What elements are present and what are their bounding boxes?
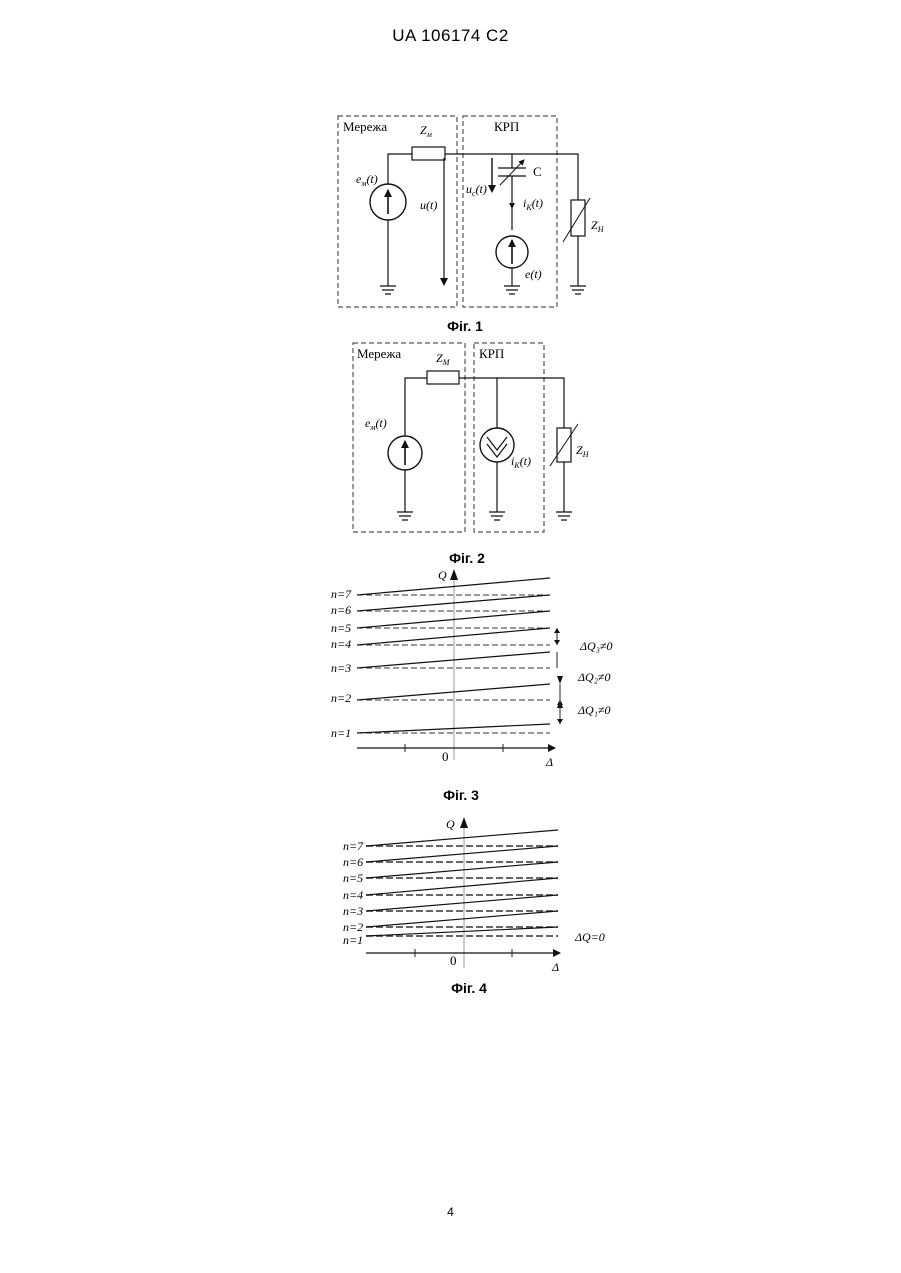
zn-label: ZН bbox=[591, 218, 605, 234]
level-label: n=6 bbox=[331, 603, 351, 617]
origin-label: 0 bbox=[450, 953, 457, 968]
z-m-label: ZM bbox=[436, 351, 451, 367]
ik-label: iK(t) bbox=[511, 454, 531, 470]
delta-q-label: ΔQ=0 bbox=[574, 930, 605, 944]
figure-1-circuit: Мережа КРП Zм eм(t) u(t) C uc(t) iK(t) e… bbox=[338, 116, 605, 334]
level-label: n=1 bbox=[343, 933, 363, 947]
figure-4-chart: Q Δ 0 n=7 n=6 n=5 n=4 n=3 n=2 n=1 ΔQ=0 Ф… bbox=[343, 817, 605, 996]
z-m-label: Zм bbox=[420, 123, 432, 139]
x-axis-label: Δ bbox=[551, 960, 559, 974]
level-label: n=5 bbox=[343, 871, 363, 885]
uc-label: uc(t) bbox=[466, 182, 487, 198]
level-label: n=2 bbox=[331, 691, 351, 705]
network-impedance-resistor bbox=[412, 147, 445, 160]
origin-label: 0 bbox=[442, 749, 449, 764]
delta-q1-label: ΔQ₁≠0 bbox=[577, 703, 610, 717]
figure-3-chart: Q Δ 0 n=7 n=6 n=5 n=4 n=3 n=2 n=1 bbox=[331, 568, 612, 803]
level-label: n=4 bbox=[331, 637, 351, 651]
level-label: n=4 bbox=[343, 888, 363, 902]
level-label: n=5 bbox=[331, 621, 351, 635]
capacitor-label: C bbox=[533, 164, 542, 179]
network-label: Мережа bbox=[343, 119, 387, 134]
e-label: e(t) bbox=[525, 267, 542, 281]
em-label: eм(t) bbox=[356, 172, 378, 188]
network-impedance-resistor bbox=[427, 371, 459, 384]
delta-q3-label: ΔQ₃≠0 bbox=[579, 639, 612, 653]
krp-box bbox=[463, 116, 557, 307]
krp-label: КРП bbox=[494, 119, 519, 134]
ground-symbol bbox=[380, 286, 396, 294]
figure-4-caption: Фіг. 4 bbox=[451, 980, 487, 996]
level-label: n=3 bbox=[331, 661, 351, 675]
figure-2-caption: Фіг. 2 bbox=[449, 550, 485, 566]
level-label: n=7 bbox=[343, 839, 364, 853]
level-label: n=1 bbox=[331, 726, 351, 740]
ik-label: iK(t) bbox=[523, 196, 543, 212]
y-axis-arrow bbox=[450, 569, 458, 580]
level-label: n=6 bbox=[343, 855, 363, 869]
level-label: n=2 bbox=[343, 920, 363, 934]
level-label: n=3 bbox=[343, 904, 363, 918]
u-label: u(t) bbox=[420, 198, 437, 212]
figure-1-caption: Фіг. 1 bbox=[447, 318, 483, 334]
figure-3-caption: Фіг. 3 bbox=[443, 787, 479, 803]
delta-q2-label: ΔQ₂≠0 bbox=[577, 670, 610, 684]
y-axis-arrow bbox=[460, 817, 468, 828]
network-label: Мережа bbox=[357, 346, 401, 361]
level-label: n=7 bbox=[331, 587, 352, 601]
x-axis-label: Δ bbox=[545, 755, 553, 769]
y-axis-label: Q bbox=[446, 817, 455, 831]
krp-label: КРП bbox=[479, 346, 504, 361]
page-number: 4 bbox=[0, 1205, 901, 1219]
zn-label: ZН bbox=[576, 443, 590, 459]
figure-2-circuit: Мережа КРП ZM eм(t) iK(t) ZН Фіг. 2 bbox=[353, 343, 590, 566]
y-axis-label: Q bbox=[438, 568, 447, 582]
em-label: eм(t) bbox=[365, 416, 387, 432]
